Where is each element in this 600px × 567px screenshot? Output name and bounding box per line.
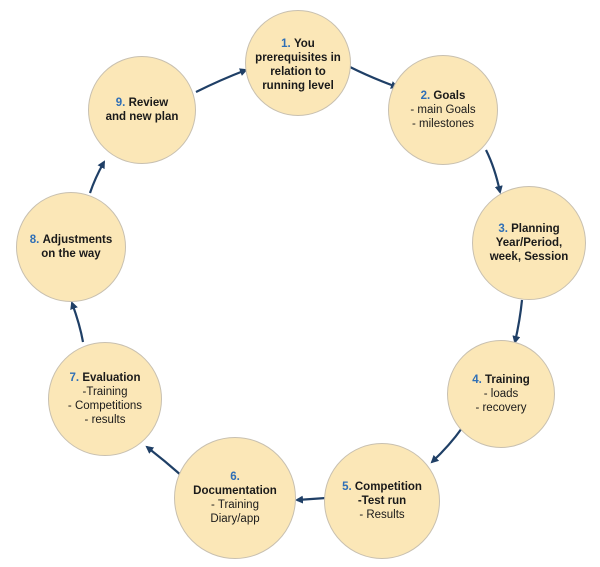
step-4-number: 4. <box>472 374 482 386</box>
step-7-number: 7. <box>69 372 80 384</box>
step-7-line-1: -Training <box>82 386 128 398</box>
arrow-9-to-1 <box>195 68 248 93</box>
arrow-8-to-9 <box>88 160 105 194</box>
step-3-line-2: week, Session <box>489 251 569 263</box>
step-5-line-2: - Results <box>359 509 405 521</box>
step-5-line-1: -Test run <box>357 495 407 507</box>
step-6-line-3: Diary/app <box>210 513 260 525</box>
arrow-2-to-3 <box>485 149 503 194</box>
step-8-title: Adjustments <box>42 234 113 246</box>
step-2-node: 2. Goals - main Goals - milestones <box>388 55 498 165</box>
arrow-5-to-6 <box>295 495 327 504</box>
step-2-number: 2. <box>420 90 431 102</box>
step-1-number: 1. <box>281 38 291 50</box>
step-6-node: 6. Documentation - Training Diary/app <box>174 437 296 559</box>
step-9-title: Review <box>128 97 169 109</box>
step-4-node: 4. Training - loads - recovery <box>447 340 555 448</box>
step-5-node: 5. Competition -Test run - Results <box>324 443 440 559</box>
arrow-3-to-4 <box>512 299 524 344</box>
step-9-node: 9. Review and new plan <box>88 56 196 164</box>
step-3-number: 3. <box>498 223 508 235</box>
step-7-line-2: - Competitions <box>67 400 143 412</box>
step-6-line-2: - Training <box>211 499 259 511</box>
step-7-title: Evaluation <box>82 372 141 384</box>
step-2-title: Goals <box>433 90 466 102</box>
step-2-line-2: - milestones <box>412 118 474 130</box>
step-7-line-3: - results <box>84 414 126 426</box>
step-4-line-1: - loads <box>483 388 519 400</box>
step-8-line-1: on the way <box>41 248 101 260</box>
step-5-title: Competition <box>354 481 422 493</box>
step-3-title: Planning <box>511 223 560 235</box>
step-9-number: 9. <box>115 97 126 109</box>
step-3-line-1: Year/Period, <box>495 237 563 249</box>
step-3-node: 3. Planning Year/Period, week, Session <box>472 186 586 300</box>
step-7-node: 7. Evaluation -Training - Competitions -… <box>48 342 162 456</box>
step-2-line-1: - main Goals <box>410 104 476 116</box>
step-1-line-3: running level <box>262 80 334 92</box>
arrow-7-to-8 <box>70 301 85 343</box>
step-1-title: You <box>293 38 315 50</box>
step-1-node: 1. You prerequisites in relation to runn… <box>245 10 351 116</box>
step-6-number: 6. <box>230 471 240 483</box>
step-5-number: 5. <box>342 481 352 493</box>
step-8-node: 8. Adjustments on the way <box>16 192 126 302</box>
step-1-line-1: prerequisites in <box>255 52 341 64</box>
step-9-line-1: and new plan <box>105 111 179 123</box>
step-6-line-1: Documentation <box>193 485 277 497</box>
arrow-4-to-5 <box>430 427 463 464</box>
step-8-number: 8. <box>29 234 40 246</box>
arrow-1-to-2 <box>349 66 399 89</box>
step-4-title: Training <box>485 374 530 386</box>
step-4-line-2: - recovery <box>475 402 527 414</box>
arrow-6-to-7 <box>145 445 183 477</box>
step-1-line-2: relation to <box>270 66 326 78</box>
